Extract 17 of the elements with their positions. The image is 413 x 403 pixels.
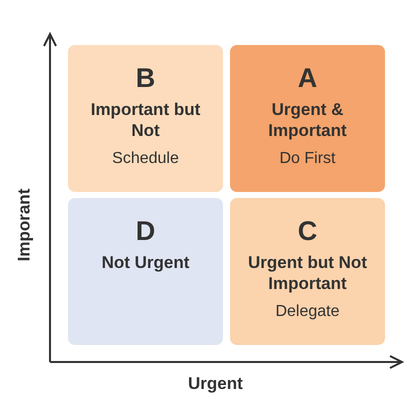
quadrant-letter: D [136,216,156,246]
quadrant-title: Not Urgent [100,252,190,273]
quadrant-title: Important but Not [90,99,202,141]
quadrant-letter: A [298,63,318,93]
quadrant-box [230,45,385,192]
x-axis-label: Urgent [188,374,243,394]
y-axis-label: Imporant [14,188,34,262]
quadrant-action: Schedule [112,149,179,169]
quadrant-letter: B [136,63,156,93]
quadrant-letter: C [298,216,318,246]
quadrant-action: Do First [280,149,336,169]
quadrant-box [68,198,223,345]
quadrant-box [68,45,223,192]
quadrant-box [230,198,385,345]
quadrant-action: Delegate [275,302,340,322]
quadrant-title: Urgent & Important [267,99,348,141]
quadrant-title: Urgent but Not Important [247,252,368,294]
